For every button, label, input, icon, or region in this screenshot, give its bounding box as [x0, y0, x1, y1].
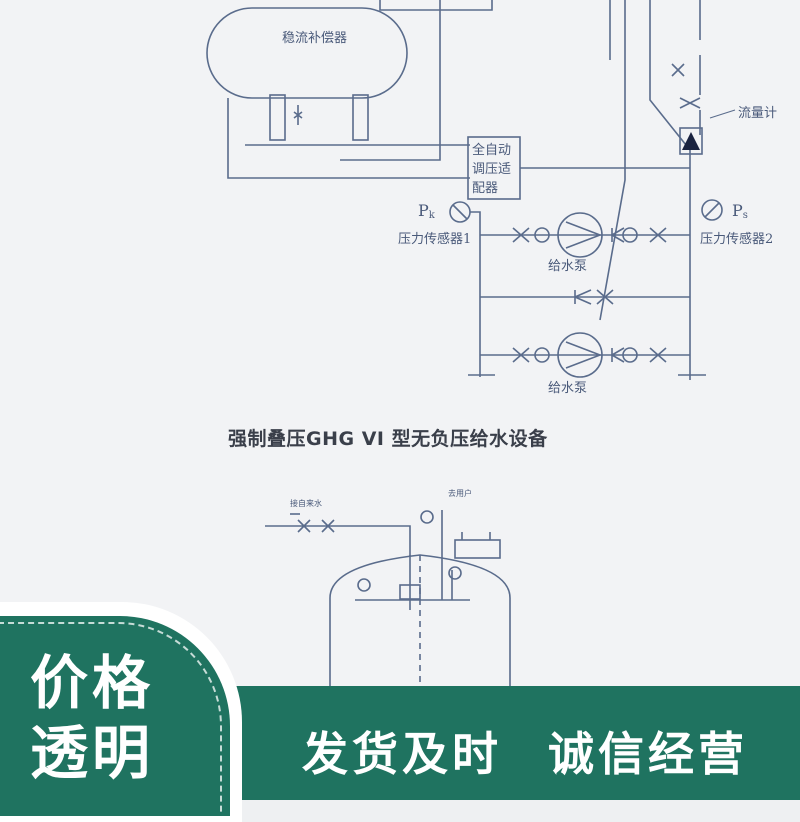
pump-system-diagram: 稳流补偿器 全自动 调压适 配器 流量计 Pk Ps 压力传感器1 压力传感器2… [206, 0, 777, 396]
pump-1-label: 给水泵 [548, 259, 587, 274]
controller-line-2: 调压适 [472, 162, 511, 177]
tank-label: 稳流补偿器 [282, 30, 347, 46]
pump-2-label: 给水泵 [548, 381, 587, 396]
pressure-gauge-2 [701, 199, 723, 221]
flowmeter-icon [679, 127, 703, 155]
stabilizer-tank [206, 7, 408, 99]
slogan-integrity: 诚信经营 [548, 727, 748, 781]
sensor-2-label: 压力传感器2 [700, 231, 773, 247]
pk-label: Pk [418, 201, 436, 221]
tank-equipment-diagram: 接自来水 去用户 [265, 488, 511, 700]
controller-line-3: 配器 [472, 181, 498, 196]
outlet-label: 去用户 [448, 488, 472, 498]
badge-dashed-border [0, 622, 222, 814]
badge-line-1: 价格 [30, 649, 155, 717]
controller-line-1: 全自动 [472, 142, 511, 158]
diagram-title: 强制叠压GHG VI 型无负压给水设备 [228, 428, 548, 450]
inlet-label: 接自来水 [290, 498, 322, 508]
flowmeter-label: 流量计 [738, 106, 777, 121]
ps-label: Ps [732, 201, 748, 221]
sensor-1-label: 压力传感器1 [398, 231, 471, 247]
badge-line-2: 透明 [30, 719, 155, 787]
slogan-fast-delivery: 发货及时 [302, 727, 502, 781]
